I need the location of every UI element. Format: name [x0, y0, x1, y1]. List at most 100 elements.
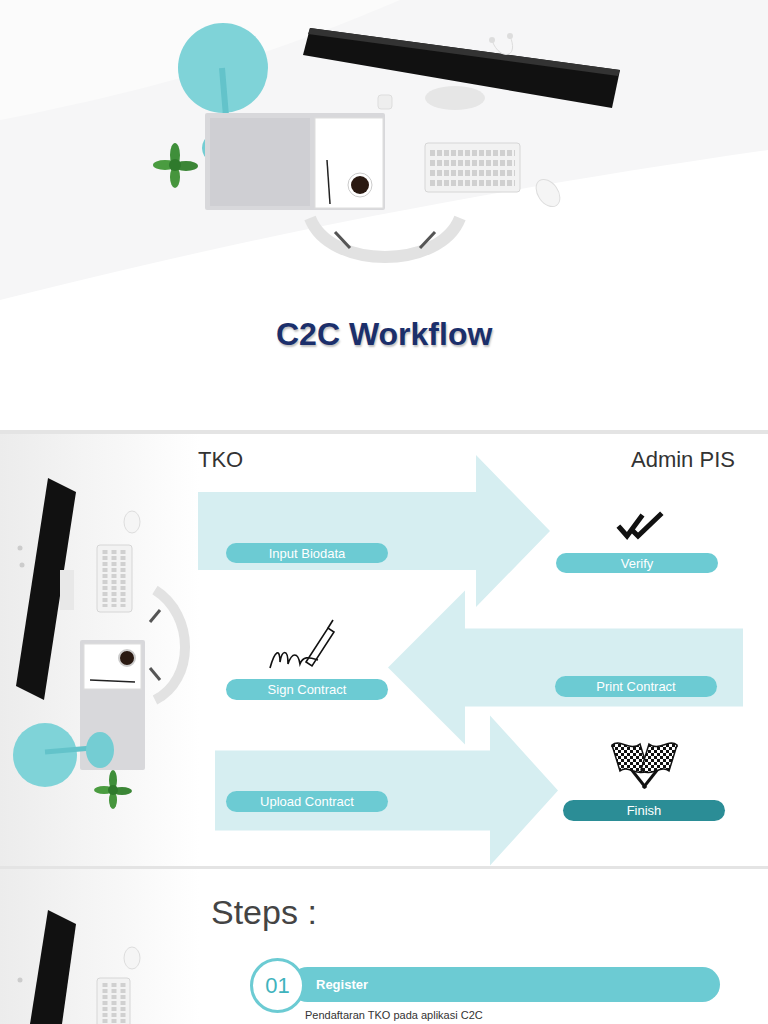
monitor [303, 28, 620, 110]
chair [150, 668, 160, 680]
keyboard [425, 143, 520, 192]
step-pill: Verify [556, 553, 718, 573]
slide-divider [0, 430, 768, 434]
check-icon [633, 515, 660, 536]
section-heading: Steps : [211, 893, 317, 932]
block-arrow [388, 591, 743, 745]
monitor [18, 978, 23, 983]
block-arrow [198, 455, 550, 607]
binder [80, 640, 145, 770]
desk-lamp [13, 723, 114, 787]
chair [155, 590, 185, 700]
keyboard [112, 550, 117, 607]
binder [210, 118, 310, 206]
slide-background [0, 0, 768, 430]
step-pill: Input Biodata [226, 543, 388, 563]
plant [94, 770, 132, 809]
step-pill: Upload Contract [226, 791, 388, 812]
keyboard [430, 180, 515, 186]
mouse [124, 947, 140, 969]
check-icon [620, 515, 660, 536]
step-pill: Sign Contract [226, 679, 388, 700]
coffee-cup [351, 176, 369, 194]
flags-icon [612, 743, 677, 788]
step-pill: Print Contract [555, 676, 717, 697]
coffee-cup [348, 173, 372, 197]
monitor [425, 86, 485, 110]
block-arrow [215, 716, 558, 866]
finish-pill: Finish [563, 800, 725, 821]
node-text: Finish [627, 803, 662, 818]
chair [150, 610, 160, 622]
keyboard [112, 983, 117, 1024]
flags-icon [641, 743, 677, 773]
plant [169, 159, 181, 171]
monitor [18, 910, 77, 1024]
slide-background [0, 434, 768, 866]
plant [108, 785, 118, 795]
slide-divider [0, 866, 768, 869]
binder [315, 118, 383, 208]
binder [90, 680, 135, 682]
binder [84, 644, 141, 689]
coffee-cup [348, 173, 372, 197]
node-text: 01 [265, 973, 289, 999]
slide-background [0, 434, 200, 866]
mouse [124, 511, 140, 533]
plant [153, 143, 198, 188]
monitor [30, 910, 76, 1024]
chair [310, 218, 460, 257]
keyboard [430, 150, 515, 156]
lane-heading: TKO [198, 447, 243, 473]
mouse [531, 175, 565, 211]
monitor [16, 478, 76, 700]
keyboard [425, 143, 520, 192]
desk-lamp [86, 732, 114, 768]
binder [205, 113, 385, 210]
slide-title: C2C Workflow [276, 316, 492, 353]
monitor [60, 570, 74, 610]
keyboard [103, 983, 108, 1024]
node-text: Print Contract [596, 679, 675, 694]
step-description: Pendaftaran TKO pada aplikasi C2C [305, 1009, 483, 1021]
step-number-circle: 01 [250, 958, 305, 1013]
mouse [531, 175, 565, 211]
keyboard [97, 978, 130, 1024]
binder [205, 113, 385, 210]
monitor [16, 478, 76, 700]
binder [119, 650, 135, 666]
chair [335, 232, 350, 248]
lane-heading: Admin PIS [631, 447, 735, 473]
node-text: Input Biodata [269, 546, 346, 561]
keyboard [97, 978, 130, 1024]
node-text: Sign Contract [268, 682, 347, 697]
signature-icon [270, 620, 334, 668]
node-text: Upload Contract [260, 794, 354, 809]
keyboard [121, 983, 126, 1024]
binder [80, 640, 145, 770]
step-bar: Register [290, 967, 720, 1002]
slide-background [0, 434, 768, 866]
keyboard [97, 545, 132, 612]
monitor [18, 546, 23, 551]
keyboard [103, 550, 108, 607]
keyboard [97, 545, 132, 612]
monitor [308, 28, 620, 76]
node-text: Register [316, 977, 368, 992]
keyboard [430, 160, 515, 166]
signature-icon [328, 620, 333, 628]
chair [150, 590, 185, 700]
chair [420, 232, 435, 248]
desk-lamp [45, 748, 92, 752]
signature-icon [306, 628, 334, 666]
slide-background [0, 0, 768, 430]
keyboard [121, 550, 126, 607]
desk-lamp [13, 723, 77, 787]
chair [310, 218, 460, 257]
monitor [303, 28, 620, 108]
keyboard [430, 170, 515, 176]
monitor [492, 36, 513, 55]
binder [327, 160, 330, 204]
